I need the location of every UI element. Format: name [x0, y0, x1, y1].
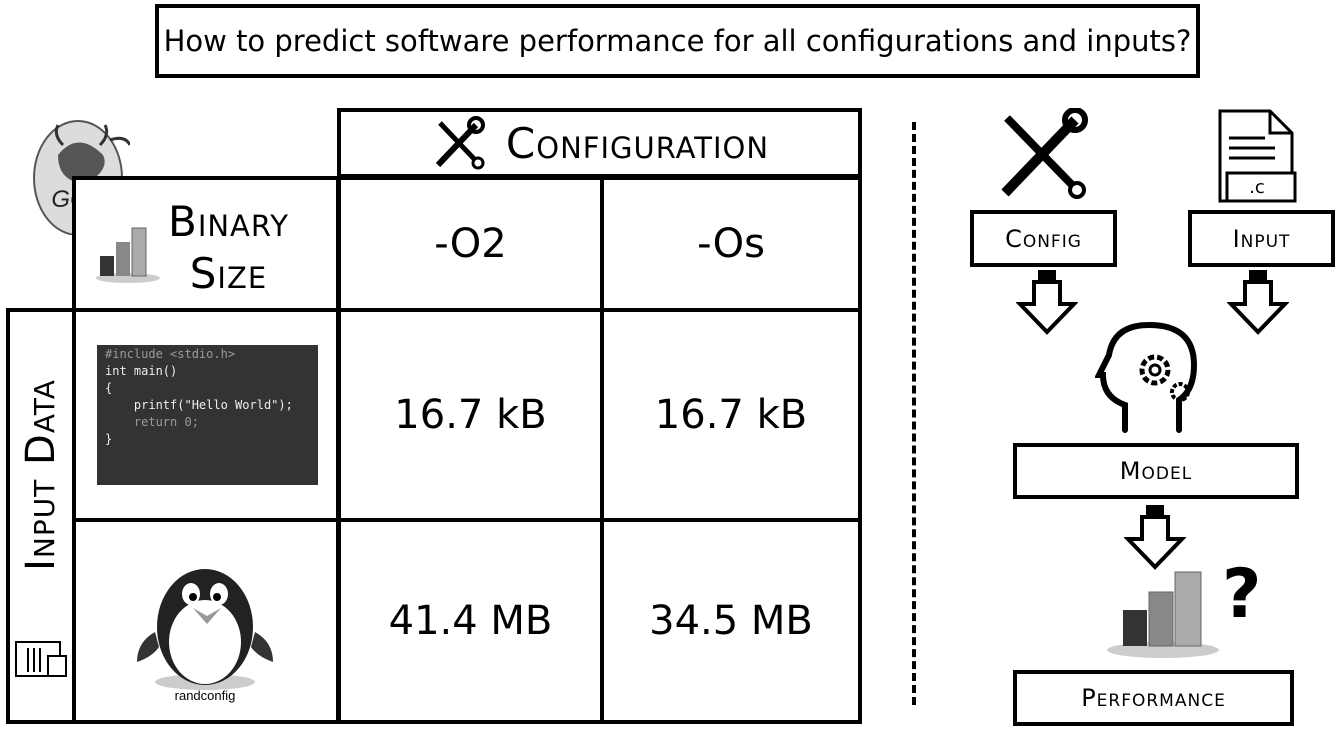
dashed-divider: [912, 122, 916, 705]
file-c-icon: [15, 641, 67, 677]
column-header-label: -O2: [434, 221, 507, 267]
tools-icon: [1001, 108, 1088, 199]
question-text: How to predict software performance for …: [163, 24, 1192, 58]
column-header-label: -Os: [697, 221, 765, 267]
input-axis-label: Input Data: [18, 379, 64, 572]
input-box: Input: [1188, 210, 1335, 267]
bar-chart-icon: [1107, 571, 1219, 658]
metric-cell: Binary Size: [72, 176, 340, 312]
performance-box: Performance: [1013, 670, 1294, 726]
code-line: return 0;: [105, 415, 199, 429]
model-box: Model: [1013, 443, 1299, 499]
code-line: {: [105, 381, 113, 395]
input-label: Input: [1232, 224, 1291, 253]
column-header-os: -Os: [600, 176, 862, 312]
config-label: Config: [1005, 224, 1082, 253]
metric-label-line1: Binary: [168, 197, 289, 246]
cell-value-text: 41.4 MB: [388, 598, 553, 644]
arrow-down-icon: [1227, 270, 1289, 335]
metric-label-line2: Size: [189, 249, 268, 298]
cell-value-text: 16.7 kB: [654, 392, 808, 438]
arrow-down-icon: [1124, 505, 1186, 570]
cell-value: 34.5 MB: [600, 518, 862, 724]
code-snippet: #include <stdio.h> int main() { printf("He…: [97, 345, 318, 485]
column-header-o2: -O2: [337, 176, 604, 312]
randconfig-label: randconfig: [174, 688, 236, 703]
model-label: Model: [1119, 457, 1193, 485]
code-line: #include <stdio.h>: [105, 347, 236, 361]
config-header-label: Configuration: [505, 118, 770, 168]
cell-value: 16.7 kB: [337, 308, 604, 522]
tools-icon: [435, 116, 485, 170]
head-gears-icon: [1095, 321, 1198, 433]
code-line: }: [105, 432, 113, 446]
file-ext-label: .c: [1249, 177, 1265, 198]
arrow-down-icon: [1016, 270, 1078, 335]
performance-label: Performance: [1081, 684, 1226, 712]
input-axis: Input Data: [6, 308, 76, 724]
code-line: printf("Hello World");: [105, 398, 293, 412]
file-c-icon: .c: [1218, 109, 1297, 203]
code-line: int main(): [105, 364, 178, 378]
metric-label: Binary Size: [168, 196, 289, 300]
unknown-mark: ?: [1222, 555, 1262, 634]
bar-chart-icon: [96, 227, 160, 283]
cell-value-text: 34.5 MB: [649, 598, 813, 644]
config-box: Config: [970, 210, 1117, 267]
cell-value: 16.7 kB: [600, 308, 862, 522]
question-banner: How to predict software performance for …: [155, 4, 1200, 78]
cell-value: 41.4 MB: [337, 518, 604, 724]
cell-value-text: 16.7 kB: [394, 392, 547, 438]
config-header: Configuration: [337, 108, 862, 178]
penguin-icon: [137, 569, 273, 690]
